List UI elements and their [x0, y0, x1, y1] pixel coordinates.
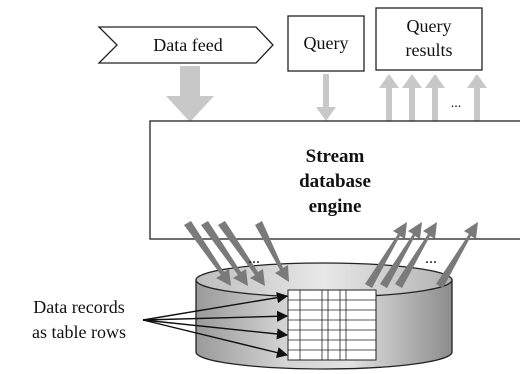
write-arrows	[184, 221, 289, 286]
query-arrow	[316, 74, 336, 121]
query-box: Query	[287, 15, 365, 72]
data-feed-arrow	[166, 66, 214, 122]
records-label-line2: as table rows	[32, 322, 126, 342]
data-feed-shape: Data feed	[97, 26, 274, 64]
engine-label-line1: Stream	[306, 146, 365, 167]
read-ellipsis: ...	[425, 250, 437, 267]
records-label-line1: Data records	[33, 297, 124, 317]
engine-label-line3: engine	[309, 196, 362, 217]
query-results-box: Query results	[375, 7, 483, 71]
query-results-label-line1: Query	[407, 16, 452, 36]
record-pointer-arrows	[142, 292, 289, 359]
write-ellipsis: ...	[248, 250, 260, 267]
query-results-arrows	[379, 74, 487, 121]
query-results-label-line2: results	[406, 40, 453, 60]
stream-database-engine-box: Stream database engine	[149, 120, 520, 240]
records-table	[287, 289, 377, 361]
query-label: Query	[304, 33, 349, 53]
read-arrows	[365, 222, 478, 288]
engine-label-line2: database	[299, 171, 371, 192]
data-feed-label: Data feed	[153, 35, 222, 55]
results-ellipsis: ...	[451, 96, 462, 111]
